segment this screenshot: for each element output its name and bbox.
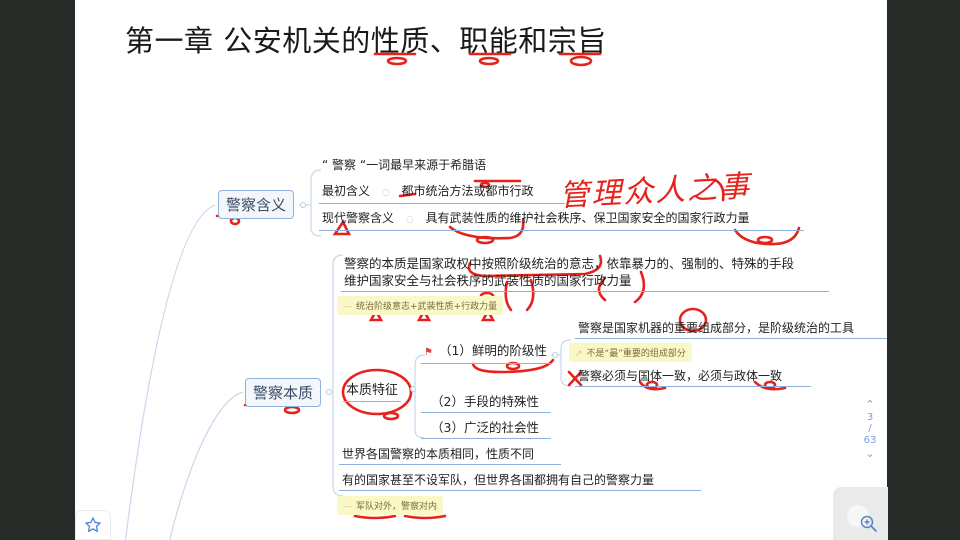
note-not-most-important: ➚不是“最”重要的组成部分 [569, 343, 692, 362]
note-army-police: —军队对外，警察对内 [337, 496, 444, 515]
collapse-toggle[interactable] [552, 352, 558, 358]
left-dark-panel [0, 0, 75, 540]
leaf-value: 具有武装性质的维护社会秩序、保卫国家安全的国家行政力量 [425, 211, 750, 225]
class-detail-consistency: 警察必须与国体一致，必须与政体一致 [575, 368, 811, 387]
right-dark-panel [887, 0, 960, 540]
node-police-essence[interactable]: 警察本质 [245, 378, 322, 407]
leaf-value: 都市统治方法或都市行政 [401, 184, 534, 198]
class-detail-state-machine: 警察是国家机器的重要组成部分，是阶级统治的工具 [575, 320, 887, 339]
favorite-button[interactable] [75, 510, 111, 540]
leaf-modern-meaning: 现代警察含义 ○ 具有武装性质的维护社会秩序、保卫国家安全的国家行政力量 [319, 210, 804, 231]
zoom-in-icon [860, 515, 877, 532]
chevron-up-icon[interactable]: ⌃ [865, 398, 875, 411]
definition-line-1: 警察的本质是国家政权中按照阶级统治的意志，依靠暴力的、强制的、特殊的手段 [344, 256, 795, 271]
page-title: 第一章 公安机关的性质、职能和宗旨 [125, 24, 607, 58]
page-navigator: ⌃ 3 / 63 ⌄ [856, 398, 884, 460]
note-essence-summary: —统治阶级意志+武装性质+行政力量 [337, 296, 504, 315]
current-page: 3 [866, 412, 874, 423]
leaf-original-meaning: 最初含义 ○ 都市统治方法或都市行政 [319, 183, 565, 204]
handwritten-annotation: 管理众人之事 [558, 168, 752, 214]
collapse-toggle[interactable] [410, 386, 416, 392]
leaf-same-essence: 世界各国警察的本质相同，性质不同 [339, 446, 561, 465]
node-essential-features[interactable]: 本质特征 [343, 383, 402, 402]
chevron-down-icon[interactable]: ⌄ [865, 447, 875, 460]
leaf-label: 最初含义 [322, 184, 371, 198]
leaf-label: 现代警察含义 [322, 211, 395, 225]
feature-special-means: （2）手段的特殊性 [421, 394, 551, 413]
feature-social-breadth: （3）广泛的社会性 [421, 420, 551, 439]
collapse-toggle[interactable] [326, 389, 332, 395]
total-pages: 63 [863, 435, 877, 446]
page-separator: / [868, 423, 872, 434]
definition-line-2: 维护国家安全与社会秩序的武装性质的国家行政力量 [344, 273, 632, 288]
leaf-origin: “ 警察 “一词最早来源于希腊语 [322, 158, 487, 172]
zoom-in-button[interactable] [833, 487, 888, 540]
flag-icon: ⚑ [424, 347, 433, 358]
document-page: 第一章 公安机关的性质、职能和宗旨 [75, 0, 887, 540]
star-icon [85, 517, 101, 533]
collapse-toggle[interactable] [300, 202, 306, 208]
leaf-essence-definition: 警察的本质是国家政权中按照阶级统治的意志，依靠暴力的、强制的、特殊的手段 维护国… [341, 255, 829, 292]
node-police-meaning[interactable]: 警察含义 [218, 190, 295, 219]
leaf-police-force: 有的国家甚至不设军队，但世界各国都拥有自己的警察力量 [339, 472, 701, 491]
feature-class-nature[interactable]: ⚑（1）鲜明的阶级性 [421, 343, 551, 364]
